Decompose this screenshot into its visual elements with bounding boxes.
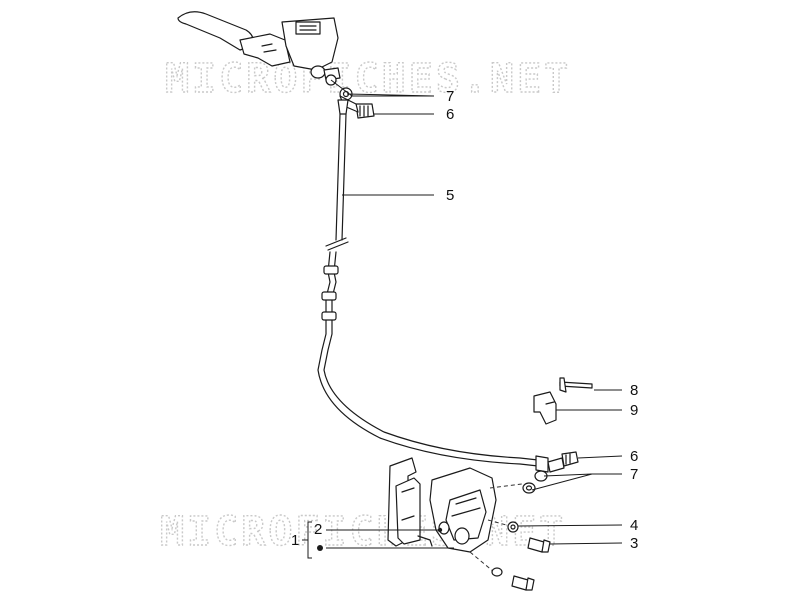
- callout-8: 8: [630, 382, 638, 399]
- alignment-lines: [469, 483, 523, 573]
- callout-4: 4: [630, 517, 638, 534]
- hose-clamp-bracket: [533, 391, 557, 425]
- callout-6-top: 6: [446, 106, 454, 123]
- callout-5: 5: [446, 187, 454, 204]
- clamp-screw: [559, 377, 593, 393]
- caliper-bolt-upper: [527, 537, 551, 553]
- callout-1: 1: [291, 532, 299, 549]
- leader-lines: [302, 79, 623, 559]
- caliper-bolt-lower: [491, 567, 535, 591]
- brake-lever-master-cylinder: [177, 11, 341, 81]
- callout-2: 2: [314, 521, 322, 538]
- washer-bottom: [522, 470, 548, 494]
- banjo-bolt-bottom: [547, 451, 579, 473]
- callout-6-bottom: 6: [630, 448, 638, 465]
- brake-pads: [387, 457, 421, 547]
- brake-caliper: [417, 467, 497, 553]
- callout-7-top: 7: [446, 88, 454, 105]
- callout-3: 3: [630, 535, 638, 552]
- watermark-top: MICROFICHES.NET: [165, 56, 571, 102]
- callout-7-bottom: 7: [630, 466, 638, 483]
- callout-labels: 7 6 5 8 9 6 7 4 3 2 1: [291, 88, 638, 552]
- callout-9: 9: [630, 402, 638, 419]
- caliper-washer: [507, 521, 519, 533]
- brake-hose: [317, 99, 549, 473]
